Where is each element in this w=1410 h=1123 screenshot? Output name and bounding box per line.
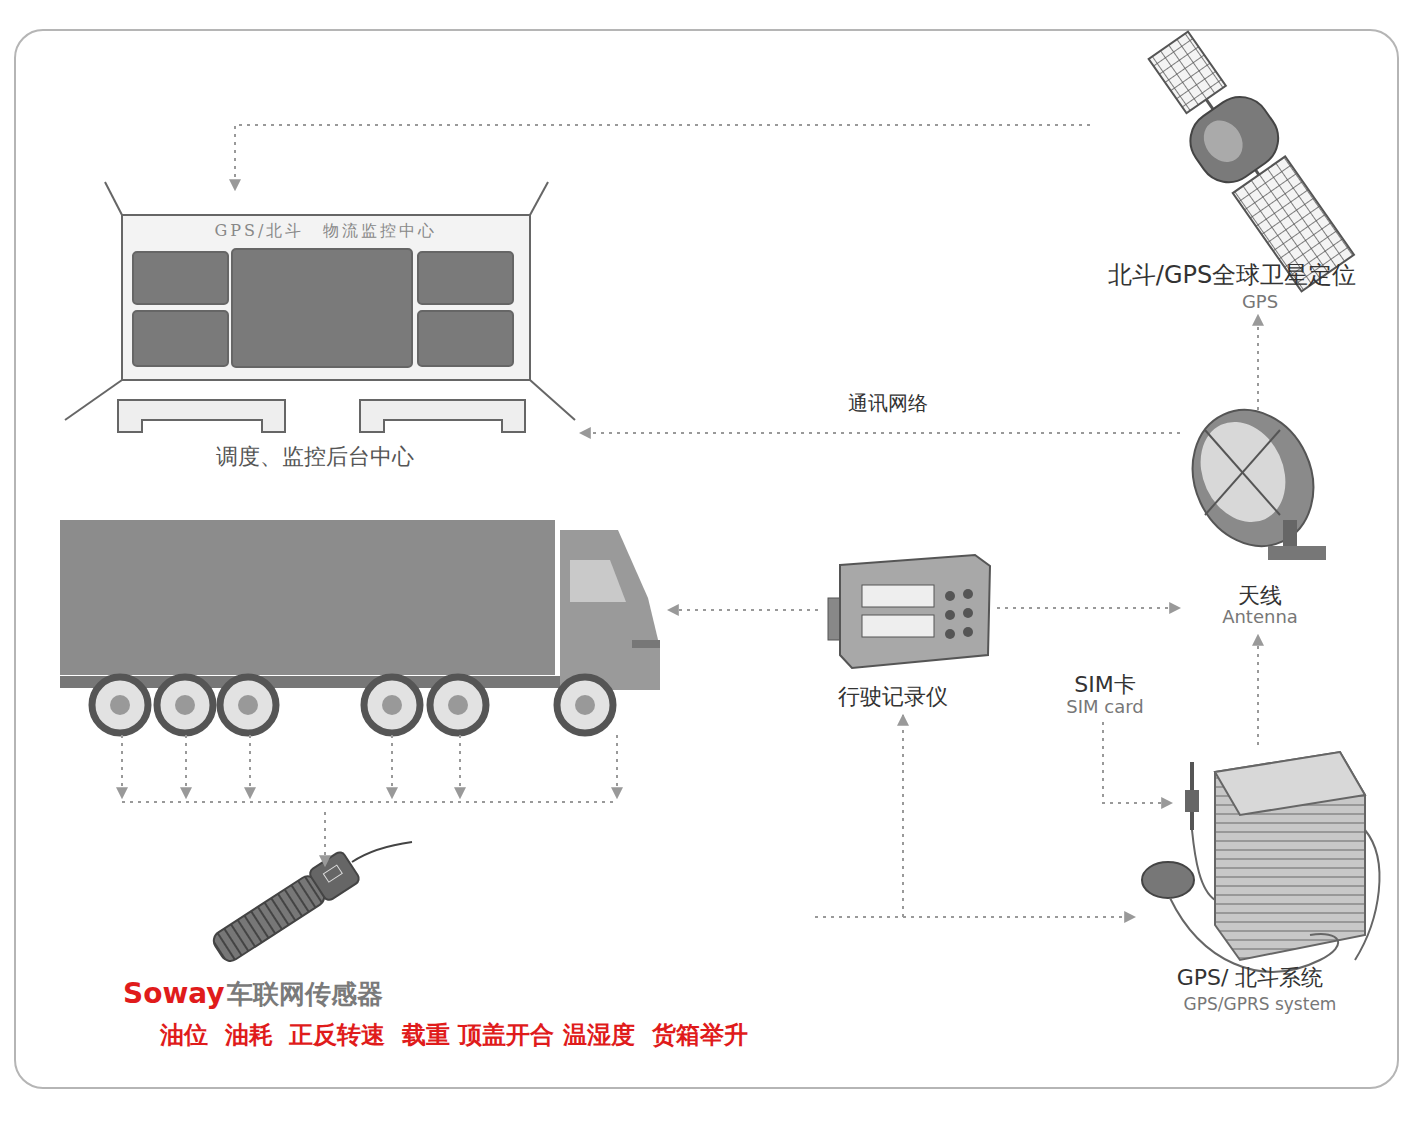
node-text: 天线: [1238, 583, 1282, 608]
dotted-connector: [580, 432, 1180, 434]
gps-system-node: GPS/ 北斗系统 GPS/GPRS system: [1135, 745, 1375, 1025]
recorder-node: 行驶记录仪: [822, 550, 997, 715]
node-text: 车联网传感器: [227, 980, 383, 1010]
dotted-connector: [235, 125, 1090, 190]
sim-label: SIM card: [1066, 697, 1143, 718]
node-text: GPS: [1242, 292, 1278, 313]
satellite-node: 北斗/GPS全球卫星定位GPS: [1090, 50, 1375, 315]
dotted-connector: [997, 607, 1180, 609]
signal-lines: [122, 610, 1172, 866]
sensor-node: Soway车联网传感器油位 油耗 正反转速 载重 顶盖开合 温湿度 货箱举升: [115, 825, 815, 1060]
node-text: 油位 油耗 正反转速 载重 顶盖开合 温湿度 货箱举升: [160, 1022, 748, 1050]
node-text: Antenna: [1222, 607, 1298, 628]
driving-recorder: [828, 555, 990, 668]
edge-label: 通讯网络: [845, 392, 931, 415]
truck: [60, 520, 660, 733]
dotted-connector: [815, 715, 903, 917]
antenna-dish: [1171, 390, 1335, 566]
node-text: 调度、监控后台中心: [216, 444, 414, 469]
node-text: GPS/GPRS system: [1184, 995, 1337, 1015]
dotted-connector: [1257, 315, 1259, 410]
antenna-node: 天线Antenna: [1180, 410, 1340, 635]
node-text: Soway: [123, 978, 225, 1010]
node-text: GPS/ 北斗系统: [1177, 965, 1324, 990]
sim-label: SIM卡: [1074, 672, 1135, 697]
frame: [15, 30, 1398, 1088]
node-text: GPS/北斗 物流监控中心: [215, 222, 438, 240]
monitoring-center: [65, 182, 575, 432]
sensor-probe: [209, 850, 361, 966]
gps-terminal: [1142, 752, 1379, 972]
monitoring-center-node: GPS/北斗 物流监控中心调度、监控后台中心: [60, 190, 580, 475]
sensor-cable: [352, 842, 412, 862]
node-text: 北斗/GPS全球卫星定位: [1108, 262, 1356, 290]
node-text: 行驶记录仪: [838, 684, 948, 709]
dotted-connector: [1257, 635, 1259, 745]
satellite: [1134, 21, 1362, 297]
